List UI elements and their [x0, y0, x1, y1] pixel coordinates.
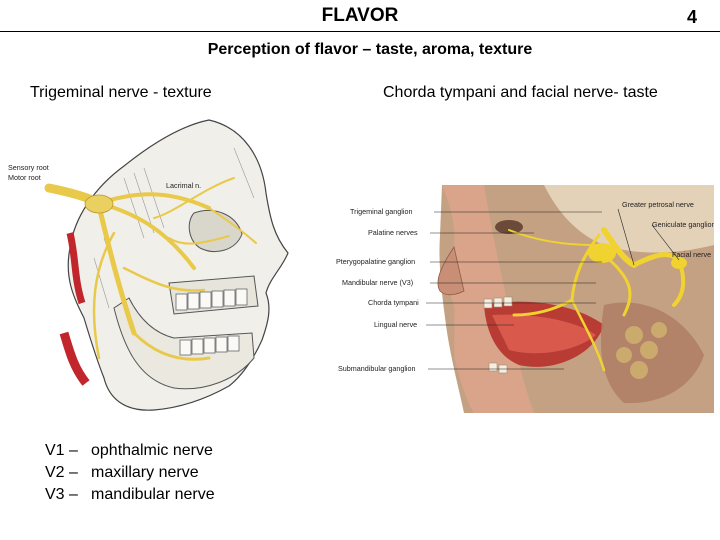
- sensory-root-label: Sensory root: [8, 163, 49, 172]
- palatine-nerves-label: Palatine nerves: [368, 228, 418, 237]
- nerve-list-item: V2 – maxillary nerve: [45, 462, 215, 484]
- pterygopalatine-ganglion-label: Pterygopalatine ganglion: [336, 257, 415, 266]
- slide-subtitle: Perception of flavor – taste, aroma, tex…: [207, 41, 533, 58]
- nerve-name: maxillary nerve: [91, 464, 199, 481]
- nerve-name: mandibular nerve: [91, 486, 215, 503]
- nerve-code: V3 –: [45, 486, 78, 503]
- greater-petrosal-nerve-label: Greater petrosal nerve: [622, 200, 694, 209]
- chorda-tympani-illustration: Trigeminal ganglion Palatine nerves Pter…: [336, 185, 714, 413]
- nerve-name: ophthalmic nerve: [91, 442, 213, 459]
- nerve-code: V2 –: [45, 464, 78, 481]
- facial-nerve-label: Facial nerve: [672, 250, 711, 259]
- submandibular-ganglion-label: Submandibular ganglion: [338, 364, 416, 373]
- slide-title: FLAVOR: [321, 5, 399, 26]
- page-number: 4: [687, 7, 698, 27]
- trigeminal-ganglion-label: Trigeminal ganglion: [350, 207, 412, 216]
- left-panel-heading: Trigeminal nerve - texture: [30, 84, 212, 101]
- nerve-list-item: V3 – mandibular nerve: [45, 484, 215, 506]
- title-divider: [0, 31, 720, 32]
- nerve-list-item: V1 – ophthalmic nerve: [45, 440, 215, 462]
- motor-root-label: Motor root: [8, 173, 41, 182]
- lacrimal-label: Lacrimal n.: [166, 181, 201, 190]
- chorda-tympani-label: Chorda tympani: [368, 298, 419, 307]
- mandibular-nerve-label: Mandibular nerve (V3): [342, 278, 413, 287]
- right-panel-heading: Chorda tympani and facial nerve- taste: [383, 84, 658, 101]
- lingual-nerve-label: Lingual nerve: [374, 320, 417, 329]
- nerve-code: V1 –: [45, 442, 78, 459]
- trigeminal-branch-list: V1 – ophthalmic nerve V2 – maxillary nerve…: [45, 440, 215, 506]
- geniculate-ganglion-label: Geniculate ganglion: [652, 220, 714, 229]
- trigeminal-nerve-illustration: Sensory root Motor root Lacrimal n.: [8, 119, 289, 411]
